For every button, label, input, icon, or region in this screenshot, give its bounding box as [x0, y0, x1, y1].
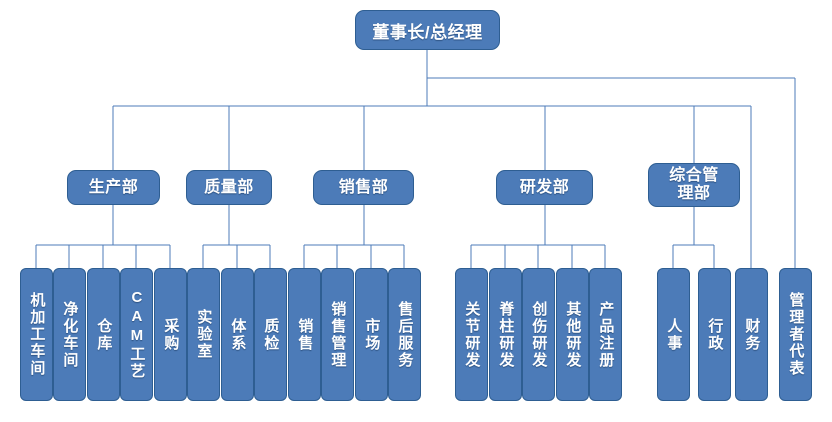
node-label-line1: 综合管 — [669, 167, 719, 185]
node-label: 关节研发 — [463, 300, 481, 369]
node-label: 董事长/总经理 — [372, 22, 483, 42]
node-label: 脊柱研发 — [497, 300, 515, 369]
node-joint-rnd[interactable]: 关节研发 — [455, 268, 488, 401]
node-product-registration[interactable]: 产品注册 — [589, 268, 622, 401]
node-label: 售后服务 — [396, 300, 414, 369]
node-label: 机加工车间 — [28, 292, 46, 377]
node-label: 创伤研发 — [530, 300, 548, 369]
node-label: 质检 — [262, 317, 280, 352]
node-label: 财务 — [743, 317, 761, 352]
node-label: 销售管理 — [329, 300, 347, 369]
node-label: 质量部 — [204, 178, 254, 196]
node-human-resources[interactable]: 人事 — [657, 268, 690, 401]
node-other-rnd[interactable]: 其他研发 — [556, 268, 589, 401]
node-label: 产品注册 — [597, 300, 615, 369]
node-production-department[interactable]: 生产部 — [67, 170, 160, 205]
node-machining-workshop[interactable]: 机加工车间 — [20, 268, 53, 401]
node-label: 市场 — [363, 317, 381, 352]
node-label: 销售部 — [338, 178, 389, 196]
node-general-management-department[interactable]: 综合管 理部 — [648, 163, 740, 207]
node-rnd-department[interactable]: 研发部 — [496, 170, 593, 205]
node-inspection[interactable]: 质检 — [254, 268, 287, 401]
node-label: 实验室 — [195, 309, 213, 360]
node-after-sales-service[interactable]: 售后服务 — [388, 268, 421, 401]
node-label: 销售 — [296, 317, 314, 352]
node-label: 体系 — [229, 317, 247, 352]
node-label: 管理者代表 — [787, 292, 805, 377]
node-administration[interactable]: 行政 — [698, 268, 731, 401]
node-clean-workshop[interactable]: 净化车间 — [53, 268, 86, 401]
node-market[interactable]: 市场 — [355, 268, 388, 401]
node-sales-department[interactable]: 销售部 — [313, 170, 414, 205]
node-laboratory[interactable]: 实验室 — [187, 268, 220, 401]
node-trauma-rnd[interactable]: 创伤研发 — [522, 268, 555, 401]
node-label: 生产部 — [88, 178, 139, 196]
node-finance[interactable]: 财务 — [735, 268, 768, 401]
node-management-representative[interactable]: 管理者代表 — [779, 268, 812, 401]
node-label: 采购 — [162, 317, 180, 352]
node-label: 净化车间 — [61, 300, 79, 369]
node-quality-department[interactable]: 质量部 — [186, 170, 272, 205]
node-label: 研发部 — [519, 178, 570, 196]
node-system[interactable]: 体系 — [221, 268, 254, 401]
node-cam-process[interactable]: CAM工艺 — [120, 268, 153, 401]
node-label: 仓库 — [95, 317, 113, 352]
node-label: CAM工艺 — [128, 289, 146, 380]
node-sales-team[interactable]: 销售 — [288, 268, 321, 401]
node-chairman-general-manager[interactable]: 董事长/总经理 — [355, 10, 500, 50]
node-purchasing[interactable]: 采购 — [154, 268, 187, 401]
node-warehouse[interactable]: 仓库 — [87, 268, 120, 401]
node-spine-rnd[interactable]: 脊柱研发 — [489, 268, 522, 401]
node-label-line2: 理部 — [677, 185, 711, 202]
node-label: 其他研发 — [564, 300, 582, 369]
node-label: 人事 — [665, 317, 683, 352]
node-sales-management[interactable]: 销售管理 — [321, 268, 354, 401]
node-label: 行政 — [706, 317, 724, 352]
